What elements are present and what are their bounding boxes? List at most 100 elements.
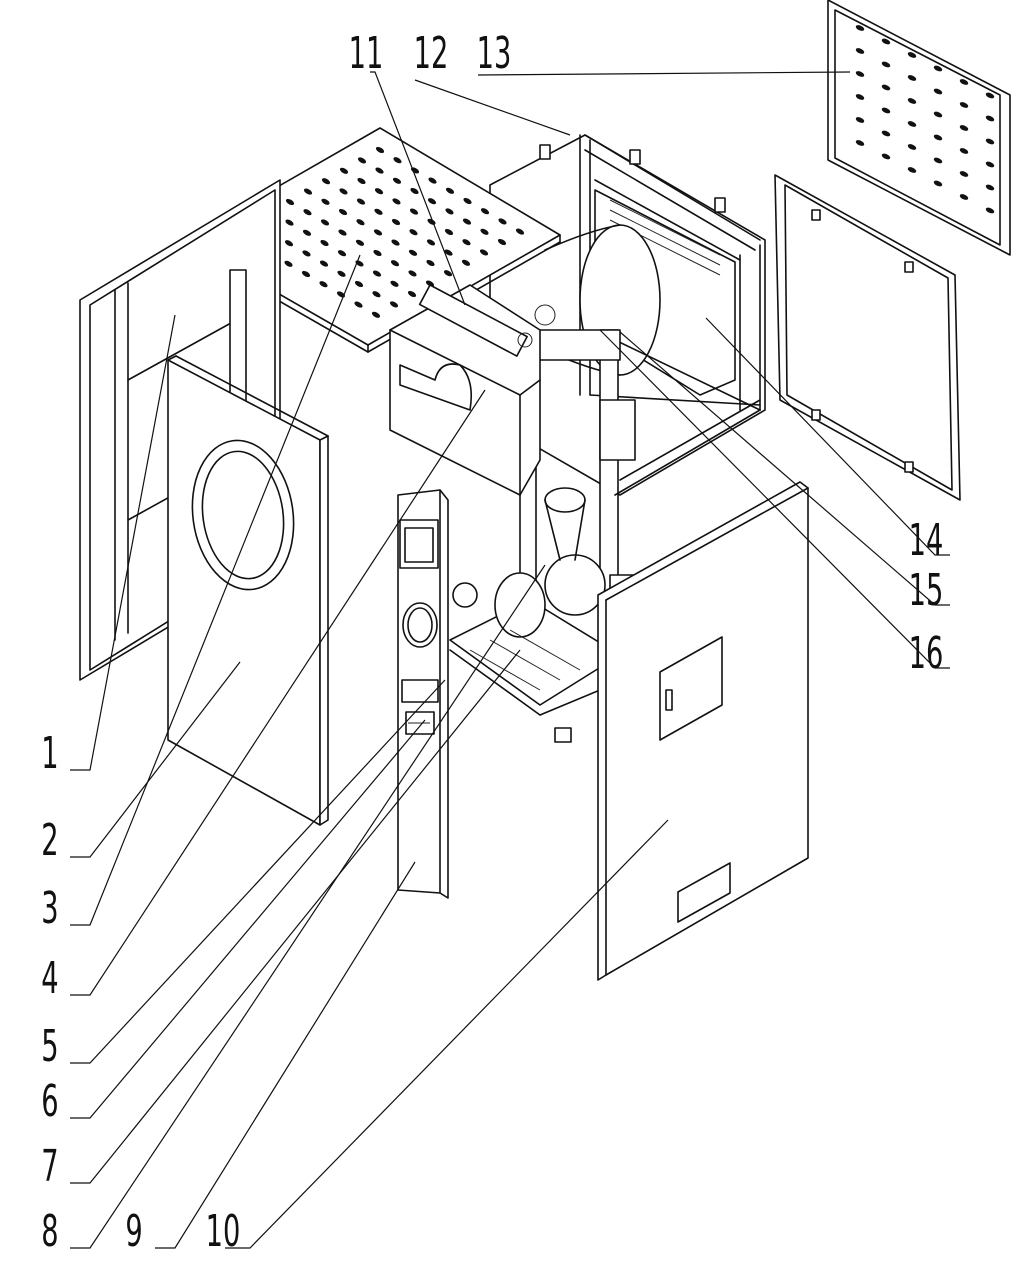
perforation-hole xyxy=(374,208,383,215)
perforation-hole xyxy=(855,140,865,146)
control-column xyxy=(397,489,449,899)
perforation-hole xyxy=(319,281,328,288)
perforation-hole xyxy=(426,259,435,267)
perforation-hole xyxy=(303,209,312,216)
rear-panel-perforations xyxy=(855,25,995,214)
perforation-hole xyxy=(907,98,917,104)
perforation-hole xyxy=(480,208,490,215)
callout-4: 4 xyxy=(41,952,58,1004)
callout-5: 5 xyxy=(41,1020,58,1072)
leader-3 xyxy=(70,254,361,926)
front-door xyxy=(167,355,329,826)
perforation-hole xyxy=(319,260,329,267)
perforation-hole xyxy=(959,102,969,108)
perforation-hole xyxy=(354,301,363,308)
perforation-hole xyxy=(375,167,384,174)
leader-7 xyxy=(70,649,521,1184)
perforation-hole xyxy=(855,25,865,31)
perforation-hole xyxy=(985,161,995,168)
perforation-hole xyxy=(959,148,969,154)
perforation-hole xyxy=(907,52,917,58)
callout-10: 10 xyxy=(206,1205,241,1257)
perforation-hole xyxy=(933,111,943,118)
perforation-hole xyxy=(320,219,330,226)
perforation-hole xyxy=(425,280,435,287)
perforation-hole xyxy=(428,177,437,184)
perforation-hole xyxy=(354,280,364,288)
perforation-hole xyxy=(372,270,382,277)
callout-9: 9 xyxy=(125,1205,142,1257)
perforation-hole xyxy=(479,249,489,256)
perforation-hole xyxy=(407,290,417,298)
perforation-hole xyxy=(855,117,865,123)
callout-8: 8 xyxy=(41,1205,58,1257)
callout-1: 1 xyxy=(41,727,58,779)
perforation-hole xyxy=(985,207,995,214)
perforation-hole xyxy=(907,75,917,81)
rear-top-panel xyxy=(827,0,1011,256)
perforation-hole xyxy=(933,157,943,164)
perforation-hole xyxy=(337,250,347,257)
leader-9 xyxy=(155,861,416,1249)
perforation-hole xyxy=(515,228,525,235)
perforation-hole xyxy=(498,218,507,225)
perforation-hole xyxy=(338,208,348,216)
perforation-hole xyxy=(392,177,402,184)
leader-11 xyxy=(370,71,466,306)
perforation-hole xyxy=(321,178,331,185)
perforation-hole xyxy=(881,38,891,45)
perforation-hole xyxy=(371,311,381,318)
perforation-hole xyxy=(302,250,311,257)
perforation-hole xyxy=(443,270,453,277)
perforation-hole xyxy=(375,146,385,154)
callout-13: 13 xyxy=(477,27,512,79)
perforation-hole xyxy=(933,88,943,95)
perforation-hole xyxy=(390,260,400,267)
perforation-hole xyxy=(959,171,969,177)
perforation-hole xyxy=(855,71,865,77)
perforation-hole xyxy=(881,61,891,68)
perforation-hole xyxy=(390,280,399,287)
perforation-hole xyxy=(339,188,348,195)
leader-5 xyxy=(70,679,446,1064)
perforation-hole xyxy=(356,198,366,205)
perforation-hole xyxy=(284,260,293,267)
perforation-hole xyxy=(985,115,995,122)
perforation-hole xyxy=(461,259,471,266)
perforation-hole xyxy=(285,219,294,226)
perforation-hole xyxy=(959,79,969,85)
perforation-hole xyxy=(881,130,891,137)
perforation-hole xyxy=(373,229,383,236)
perforation-hole xyxy=(389,301,399,308)
perforation-hole xyxy=(445,187,455,194)
perforation-hole xyxy=(372,291,381,298)
perforation-hole xyxy=(355,239,365,246)
leader-2 xyxy=(70,661,241,858)
perforation-hole xyxy=(374,188,384,195)
perforation-hole xyxy=(338,229,347,236)
perforation-hole xyxy=(410,187,419,195)
perforation-hole xyxy=(409,208,419,215)
perforation-hole xyxy=(985,138,995,145)
callout-11: 11 xyxy=(349,27,384,79)
base-machinery xyxy=(449,399,636,743)
perforation-hole xyxy=(855,48,865,54)
perforation-hole xyxy=(497,238,507,246)
perforation-hole xyxy=(356,219,365,226)
callout-3: 3 xyxy=(41,882,58,934)
perforation-hole xyxy=(426,239,436,246)
perforation-hole xyxy=(933,65,943,72)
callout-7: 7 xyxy=(41,1140,58,1192)
leader-13 xyxy=(477,71,851,76)
perforation-hole xyxy=(444,228,454,236)
callout-labels: 1 2 3 4 5 6 7 8 9 10 11 12 13 14 15 16 xyxy=(41,27,943,1257)
perforation-hole xyxy=(855,94,865,100)
leader-15 xyxy=(619,331,950,606)
leader-lines xyxy=(70,71,950,1249)
callout-2: 2 xyxy=(41,814,58,866)
perforation-hole xyxy=(907,121,917,127)
perforation-hole xyxy=(339,167,349,174)
perforation-hole xyxy=(408,249,418,256)
callout-12: 12 xyxy=(414,27,449,79)
perforation-hole xyxy=(408,270,417,277)
